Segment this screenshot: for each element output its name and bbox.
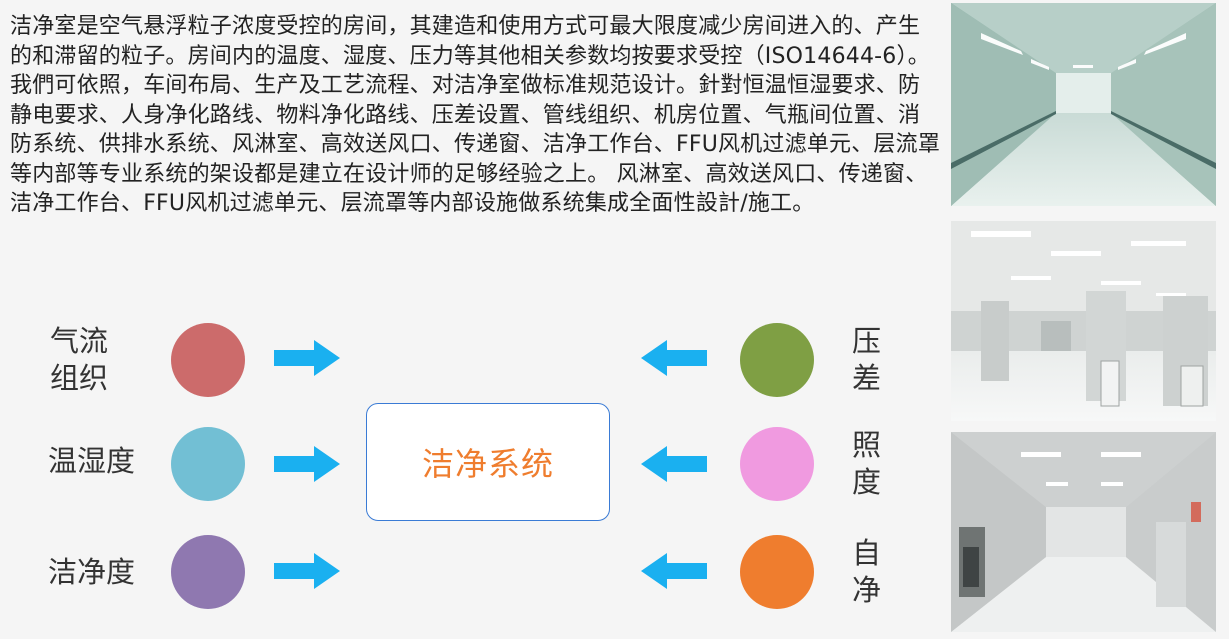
label-illuminance: 照 度 <box>852 428 882 499</box>
arrow-left-icon <box>641 340 707 376</box>
circle-temp-humidity <box>171 427 245 501</box>
arrow-right-icon <box>274 553 340 589</box>
label-airflow: 气流 组织 <box>50 324 109 395</box>
description-paragraph: 洁净室是空气悬浮粒子浓度受控的房间，其建造和使用方式可最大限度减少房间进入的、产… <box>10 14 941 216</box>
arrow-left-icon <box>641 446 707 482</box>
cleanroom-photo-room <box>951 432 1216 632</box>
label-temp-humidity: 温湿度 <box>48 444 136 478</box>
arrow-right-icon <box>274 340 340 376</box>
cleanroom-photo-hall <box>951 221 1216 421</box>
center-system-box: 洁净系统 <box>366 403 610 521</box>
circle-illuminance <box>740 427 814 501</box>
arrow-left-icon <box>641 553 707 589</box>
arrow-right-icon <box>274 446 340 482</box>
circle-pressure <box>740 323 814 397</box>
center-system-label: 洁净系统 <box>421 445 554 483</box>
circle-airflow <box>171 323 245 397</box>
circle-cleanliness <box>171 535 245 609</box>
label-cleanliness: 洁净度 <box>48 555 136 589</box>
circle-self-cleaning <box>740 535 814 609</box>
label-pressure: 压 差 <box>852 324 882 395</box>
label-self-cleaning: 自 净 <box>852 536 882 607</box>
cleanroom-photo-corridor <box>951 3 1216 206</box>
